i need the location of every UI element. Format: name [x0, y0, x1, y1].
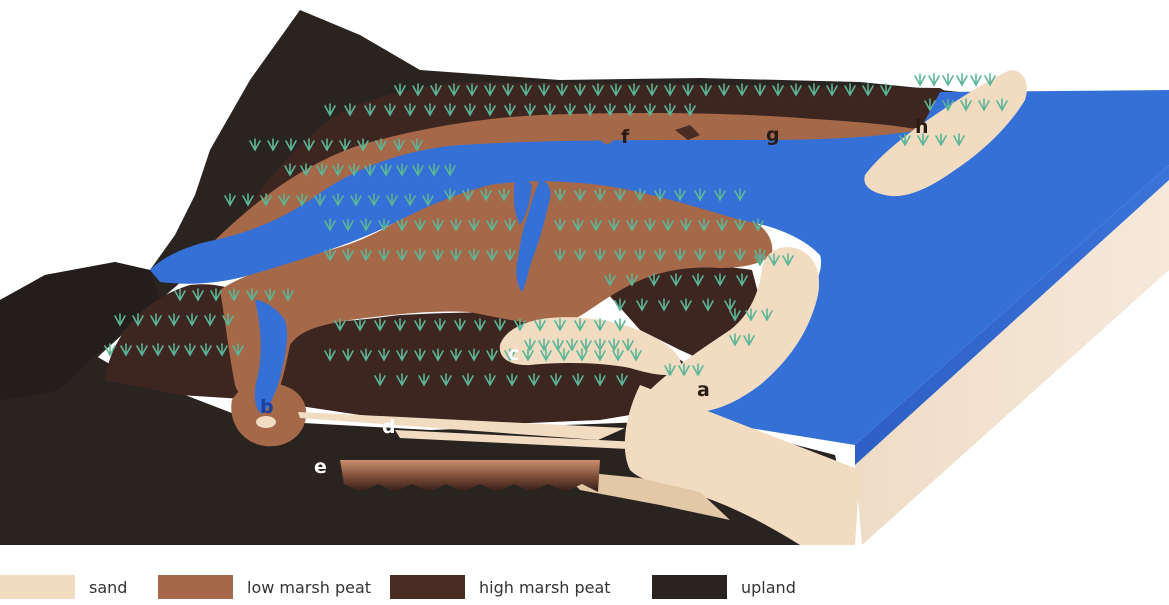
legend-item-sand: sand: [0, 575, 127, 599]
legend: sand low marsh peat high marsh peat upla…: [0, 575, 1169, 605]
legend-label-upland: upland: [741, 578, 796, 597]
legend-swatch-low-marsh-peat: [158, 575, 233, 599]
grass-tuft: [957, 74, 967, 85]
label-g: g: [766, 126, 780, 145]
grass-tuft: [915, 74, 925, 85]
grass-tuft: [971, 74, 981, 85]
grass-tuft: [943, 74, 953, 85]
legend-label-sand: sand: [89, 578, 127, 597]
label-b: b: [260, 398, 274, 417]
grass-tuft: [929, 74, 939, 85]
legend-item-low-marsh-peat: low marsh peat: [158, 575, 371, 599]
legend-swatch-high-marsh-peat: [390, 575, 465, 599]
legend-swatch-upland: [652, 575, 727, 599]
label-a: a: [697, 381, 710, 400]
label-e: e: [314, 458, 327, 477]
legend-label-high-marsh-peat: high marsh peat: [479, 578, 611, 597]
marsh-block-diagram: [0, 0, 1169, 560]
label-f: f: [621, 128, 629, 147]
label-h: h: [915, 118, 929, 137]
legend-swatch-sand: [0, 575, 75, 599]
label-c: c: [508, 345, 519, 364]
legend-item-upland: upland: [652, 575, 796, 599]
label-d: d: [382, 418, 396, 437]
legend-item-high-marsh-peat: high marsh peat: [390, 575, 611, 599]
legend-label-low-marsh-peat: low marsh peat: [247, 578, 371, 597]
marker-f-dot: [601, 132, 613, 144]
